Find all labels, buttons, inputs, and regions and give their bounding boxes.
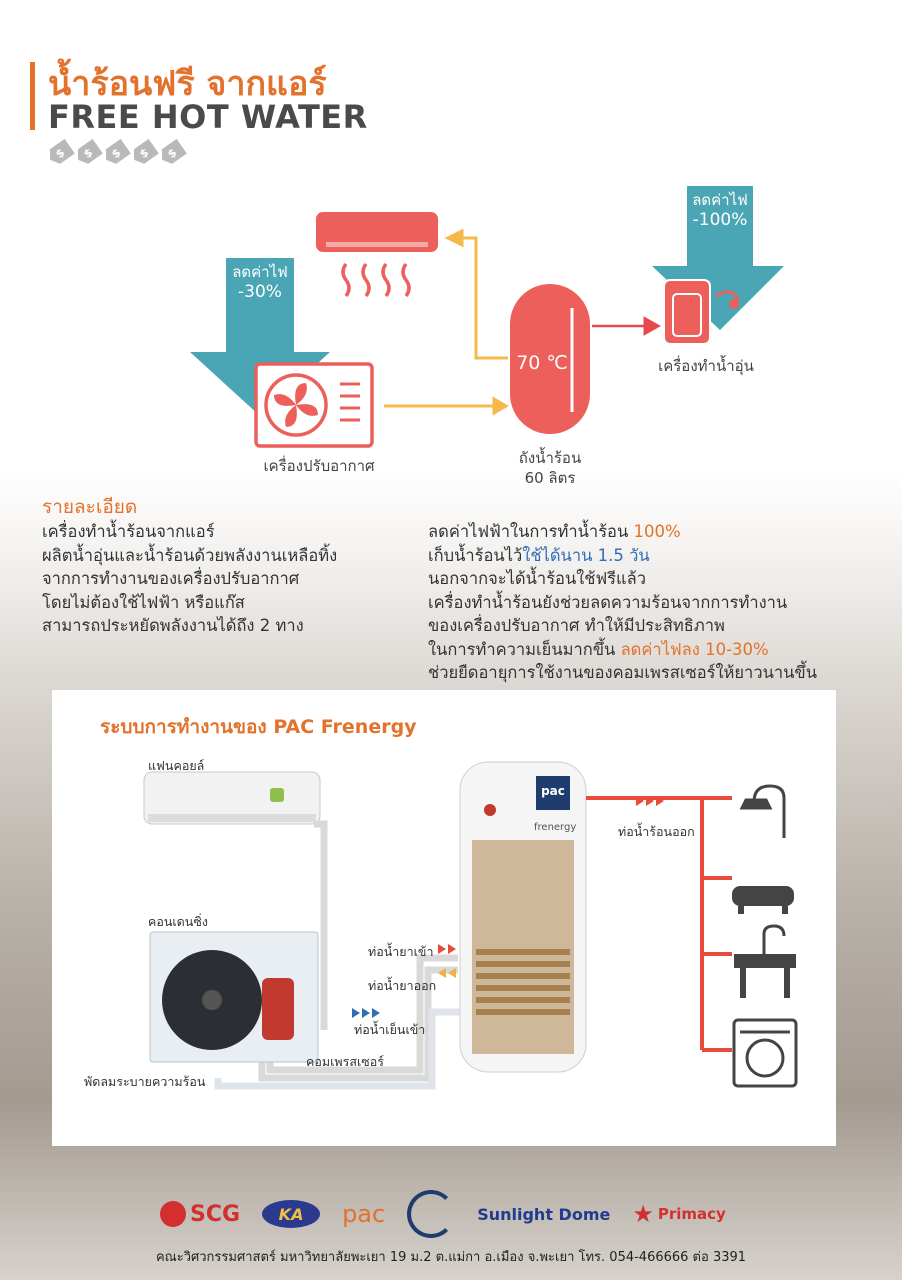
compressor-label: คอมเพรสเซอร์ bbox=[306, 1054, 384, 1069]
detail-line: ของเครื่องปรับอากาศ ทำให้มีประสิทธิภาพ bbox=[428, 616, 725, 635]
cold-water-in-label: ท่อน้ำเย็นเข้า bbox=[354, 1022, 426, 1037]
flow-diagram bbox=[190, 186, 784, 448]
system-title: ระบบการทำงานของ PAC Frenergy bbox=[100, 716, 417, 738]
price-tag-icon: $ bbox=[45, 139, 75, 168]
title-accent-bar bbox=[30, 62, 35, 130]
logo-ka: KA bbox=[262, 1200, 321, 1228]
heater-saving-value: -100% bbox=[692, 210, 748, 230]
logo-primacy: ★ Primacy bbox=[632, 1200, 725, 1228]
partner-logos: SCG KA pac Sunlight Dome ★ Primacy bbox=[160, 1190, 726, 1238]
detail-line: นอกจากจะได้น้ำร้อนใช้ฟรีแล้ว bbox=[428, 569, 647, 588]
detail-line: เครื่องทำน้ำร้อนยังช่วยลดความร้อนจากการท… bbox=[428, 592, 788, 612]
system-diagram-panel bbox=[52, 690, 836, 1146]
details-right-column: ลดค่าไฟฟ้าในการทำน้ำร้อน 100% เก็บน้ำร้อ… bbox=[428, 520, 817, 685]
ac-label: เครื่องปรับอากาศ bbox=[263, 457, 375, 475]
price-tag-icon: $ bbox=[73, 139, 103, 168]
detail-line: ช่วยยืดอายุการใช้งานของคอมเพรสเซอร์ให้ยา… bbox=[428, 663, 817, 682]
logo-sunlight-dome: Sunlight Dome bbox=[477, 1204, 611, 1224]
ac-saving-title: ลดค่าไฟ bbox=[232, 263, 288, 281]
detail-text: ในการทำความเย็นมากขึ้น bbox=[428, 639, 621, 659]
detail-line: ลดค่าไฟฟ้าในการทำน้ำร้อน 100% bbox=[428, 520, 817, 544]
tank-temperature: 70 ℃ bbox=[516, 352, 568, 374]
detail-text: เก็บน้ำร้อนไว้ bbox=[428, 545, 523, 565]
flow-arrows bbox=[384, 228, 509, 416]
title-thai: น้ำร้อนฟรี จากแอร์ bbox=[48, 64, 327, 104]
fan-coil-label: แฟนคอยล์ bbox=[148, 758, 205, 773]
footer-address: คณะวิศวกรรมศาสตร์ มหาวิทยาลัยพะเยา 19 ม.… bbox=[155, 1250, 747, 1265]
refrigerant-pipes bbox=[258, 820, 458, 1082]
detail-line: ในการทำความเย็นมากขึ้น ลดค่าไฟลง 10-30% bbox=[428, 638, 817, 662]
hot-water-storage-tank bbox=[459, 761, 587, 1073]
sink-icon bbox=[734, 924, 796, 998]
system-illustration bbox=[143, 761, 798, 1090]
detail-line: สามารถประหยัดพลังงานได้ถึง 2 ทาง bbox=[42, 616, 304, 635]
price-tag-icon: $ bbox=[157, 139, 187, 168]
hot-water-pipes bbox=[586, 796, 732, 1052]
price-tags: $ $ $ $ $ bbox=[48, 144, 184, 162]
heater-label: เครื่องทำน้ำอุ่น bbox=[658, 357, 754, 375]
detail-highlight: 100% bbox=[633, 522, 681, 541]
ac-saving-badge: ลดค่าไฟ -30% bbox=[226, 262, 294, 302]
fan-coil-unit bbox=[143, 771, 321, 825]
indoor-ac-icon bbox=[316, 212, 438, 298]
refrigerant-in-label: ท่อน้ำยาเข้า bbox=[368, 944, 434, 959]
detail-highlight: ใช้ได้นาน 1.5 วัน bbox=[522, 545, 650, 565]
logo-scg: SCG bbox=[160, 1201, 240, 1227]
detail-line: จากการทำงานของเครื่องปรับอากาศ bbox=[42, 569, 300, 588]
tank-brand: frenergy bbox=[534, 822, 577, 833]
washing-machine-icon bbox=[732, 1018, 798, 1088]
shower-icon bbox=[739, 784, 786, 838]
detail-highlight: ลดค่าไฟลง 10-30% bbox=[620, 639, 769, 659]
condensing-unit bbox=[149, 931, 319, 1063]
tank-label: ถังน้ำร้อน bbox=[518, 449, 582, 467]
detail-line: ผลิตน้ำอุ่นและน้ำร้อนด้วยพลังงานเหลือทิ้… bbox=[42, 545, 338, 565]
outdoor-ac-icon bbox=[254, 362, 374, 448]
bathtub-icon bbox=[732, 886, 794, 914]
detail-text: ลดค่าไฟฟ้าในการทำน้ำร้อน bbox=[428, 522, 634, 541]
price-tag-icon: $ bbox=[129, 139, 159, 168]
heater-saving-title: ลดค่าไฟ bbox=[692, 191, 748, 209]
scg-emblem-icon bbox=[160, 1201, 186, 1227]
logo-pac: pac bbox=[342, 1200, 386, 1228]
logo-text: Primacy bbox=[657, 1205, 726, 1223]
logo-swirl-icon bbox=[407, 1190, 456, 1238]
detail-line: โดยไม่ต้องใช้ไฟฟ้า หรือแก๊ส bbox=[42, 592, 245, 612]
heater-saving-badge: ลดค่าไฟ -100% bbox=[684, 190, 756, 230]
tank-capacity: 60 ลิตร bbox=[524, 469, 576, 487]
logo-text: SCG bbox=[190, 1201, 241, 1227]
water-heater-icon bbox=[663, 279, 740, 345]
price-tag-icon: $ bbox=[101, 139, 131, 168]
star-icon: ★ bbox=[632, 1200, 654, 1228]
title-english: FREE HOT WATER bbox=[48, 98, 368, 136]
detail-line: เครื่องทำน้ำร้อนจากแอร์ bbox=[42, 522, 215, 541]
red-arrow bbox=[592, 316, 662, 336]
fan-label: พัดลมระบายความร้อน bbox=[84, 1074, 206, 1089]
hot-water-out-label: ท่อน้ำร้อนออก bbox=[618, 824, 695, 839]
refrigerant-out-label: ท่อน้ำยาออก bbox=[368, 978, 437, 993]
condensing-label: คอนเดนซิ่ง bbox=[148, 914, 208, 929]
details-title: รายละเอียด bbox=[42, 496, 138, 518]
details-left-column: เครื่องทำน้ำร้อนจากแอร์ ผลิตน้ำอุ่นและน้… bbox=[42, 520, 337, 638]
ac-saving-value: -30% bbox=[238, 282, 282, 302]
hot-water-tank-icon bbox=[510, 284, 590, 434]
detail-line: เก็บน้ำร้อนไว้ใช้ได้นาน 1.5 วัน bbox=[428, 544, 817, 568]
hot-flow-arrows bbox=[438, 796, 664, 954]
tank-logo: pac bbox=[541, 784, 565, 798]
